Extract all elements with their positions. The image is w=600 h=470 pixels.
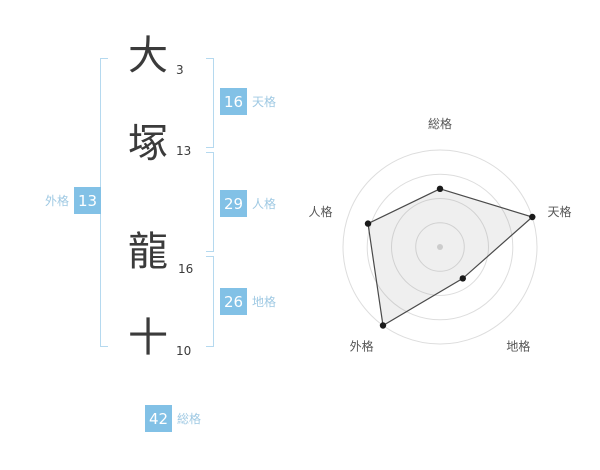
jinkaku-value-badge: 29 xyxy=(220,190,247,217)
radar-data-point xyxy=(379,322,387,329)
gaikaku-value-badge: 13 xyxy=(74,187,102,214)
stroke-count-2: 13 xyxy=(176,144,192,158)
stroke-count-1: 3 xyxy=(176,63,184,77)
chikaku-label: 地格 xyxy=(252,294,277,309)
tenkaku-group: 16 天格 xyxy=(220,88,276,115)
stroke-count-3: 16 xyxy=(178,262,194,276)
gaikaku-label: 外格 xyxy=(45,193,70,208)
radar-axis-label: 天格 xyxy=(548,204,572,219)
tenkaku-value-badge: 16 xyxy=(220,88,247,115)
name-char-3: 龍 xyxy=(128,229,168,275)
radar-data-point xyxy=(459,275,466,282)
radar-ring xyxy=(342,149,538,345)
chikaku-group: 26 地格 xyxy=(220,288,276,315)
radar-ring xyxy=(415,222,465,272)
radar-ring xyxy=(366,173,514,321)
tenkaku-bracket xyxy=(206,58,214,148)
chikaku-value-badge: 26 xyxy=(220,288,247,315)
radar-data-point xyxy=(436,185,444,192)
radar-data-point xyxy=(364,220,372,227)
gaikaku-group: 外格 13 xyxy=(45,187,102,214)
gaikaku-bracket xyxy=(100,58,108,347)
soukaku-label: 総格 xyxy=(177,411,202,426)
radar-axis-label: 総格 xyxy=(428,116,452,131)
radar-polygon xyxy=(367,188,534,327)
jinkaku-label: 人格 xyxy=(252,196,277,211)
radar-ring xyxy=(391,198,489,296)
soukaku-group: 42 総格 xyxy=(145,405,201,432)
jinkaku-bracket xyxy=(206,152,214,252)
radar-axis-label: 人格 xyxy=(308,204,332,219)
name-char-2: 塚 xyxy=(128,121,168,167)
chikaku-bracket xyxy=(206,256,214,347)
tenkaku-label: 天格 xyxy=(252,94,277,109)
jinkaku-group: 29 人格 xyxy=(220,190,276,217)
name-char-1: 大 xyxy=(128,33,168,79)
radar-center-dot xyxy=(437,244,443,250)
radar-axis-label: 外格 xyxy=(350,338,374,353)
radar-axis-label: 地格 xyxy=(506,338,530,353)
stroke-count-4: 10 xyxy=(176,344,192,358)
soukaku-value-badge: 42 xyxy=(145,405,172,432)
radar-data-point xyxy=(529,213,536,221)
name-char-4: 十 xyxy=(128,315,168,361)
